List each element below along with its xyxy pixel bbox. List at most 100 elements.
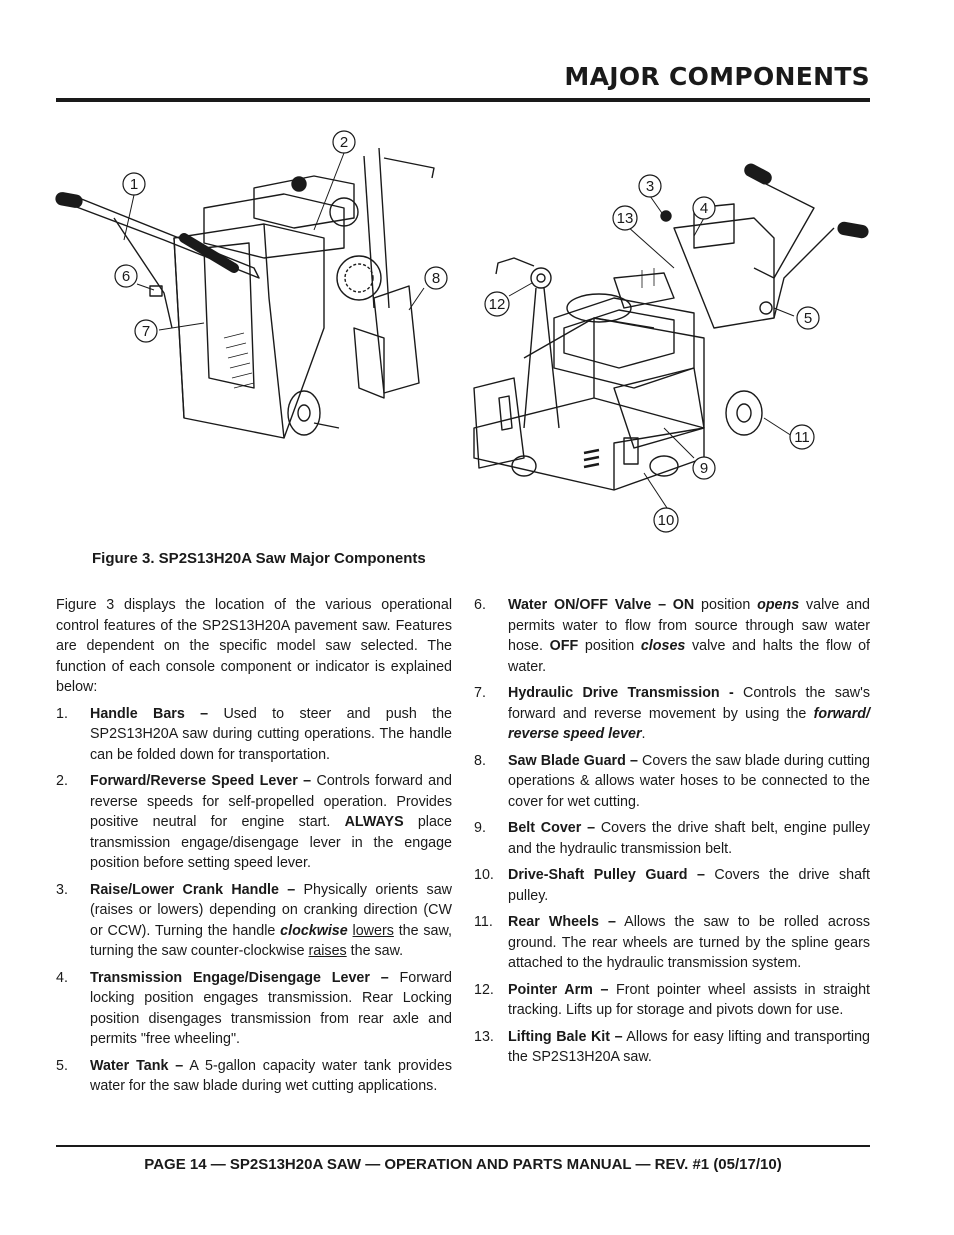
component-item-1: 1. Handle Bars – Used to steer and push t… bbox=[56, 704, 452, 766]
callout-11-label: 11 bbox=[794, 429, 810, 446]
callout-7-label: 7 bbox=[142, 323, 150, 340]
callout-8: 8 bbox=[424, 266, 448, 290]
item-label: Handle Bars – bbox=[90, 705, 209, 722]
item-text-emphasis: forward/ reverse speed lever bbox=[508, 705, 870, 743]
callout-2: 2 bbox=[332, 130, 356, 154]
component-item-7: 7. Hydraulic Drive Transmission - Control… bbox=[474, 683, 870, 745]
item-text: Covers the drive shaft belt, engine pull… bbox=[508, 820, 870, 857]
item-label: Forward/Reverse Speed Lever – bbox=[90, 773, 312, 789]
item-text: Covers the drive shaft pulley. bbox=[508, 867, 870, 904]
item-number: 13. bbox=[474, 1028, 494, 1045]
component-item-2: 2.Forward/Reverse Speed Lever – Controls… bbox=[56, 771, 452, 874]
item-text: position bbox=[694, 597, 758, 613]
item-text-underline: lowers bbox=[352, 922, 394, 939]
item-text: Forward locking position engages transmi… bbox=[90, 969, 452, 1048]
callout-9-label: 9 bbox=[700, 460, 708, 477]
saw-left-drawing bbox=[55, 147, 435, 439]
item-text: valve and permits water to flow from sou… bbox=[508, 597, 870, 654]
page-footer: PAGE 14 — SP2S13H20A SAW — OPERATION AND… bbox=[144, 1156, 782, 1173]
item-text: Covers the saw blade during cutting oper… bbox=[508, 752, 870, 810]
callout-10: 10 bbox=[653, 507, 679, 533]
item-number: 1. bbox=[56, 705, 68, 722]
item-label: Drive-Shaft Pulley Guard – bbox=[508, 867, 705, 883]
item-text: the saw. bbox=[346, 943, 404, 959]
callout-6: 6 bbox=[114, 264, 138, 288]
item-text: A 5-gallon capacity water tank provides … bbox=[90, 1057, 452, 1095]
item-text-emphasis: clockwise bbox=[280, 922, 348, 939]
component-item-13: 13. Lifting Bale Kit – Allows for easy li… bbox=[474, 1027, 870, 1068]
callout-4: 4 bbox=[692, 196, 716, 220]
component-item-9: 9. Belt Cover – Covers the drive shaft be… bbox=[474, 818, 870, 859]
item-number: 5. bbox=[56, 1057, 68, 1074]
component-item-3: 3. Raise/Lower Crank Handle – Physically … bbox=[56, 880, 452, 962]
component-item-12: 12. Pointer Arm – Front pointer wheel ass… bbox=[474, 980, 870, 1021]
item-text: place transmission engage/disengage leve… bbox=[90, 814, 452, 871]
callout-10-label: 10 bbox=[658, 512, 675, 529]
item-label: Belt Cover – bbox=[508, 820, 596, 836]
component-item-11: 11. Rear Wheels – Allows the saw to be ro… bbox=[474, 912, 870, 974]
item-label: Rear Wheels – bbox=[508, 914, 616, 930]
item-label: Raise/Lower Crank Handle – bbox=[90, 881, 296, 898]
item-text: Physically orients saw (raises or lowers… bbox=[90, 881, 452, 939]
item-number: 6. bbox=[474, 597, 486, 613]
item-text: valve and halts the flow of water. bbox=[508, 638, 870, 675]
item-label: Saw Blade Guard – bbox=[508, 752, 638, 769]
item-text-bold: OFF bbox=[549, 638, 579, 654]
intro-paragraph: Figure 3 displays the location of the va… bbox=[56, 597, 452, 695]
saw-illustration: 1 2 3 4 5 6 7 8 bbox=[55, 130, 869, 533]
item-label: Transmission Engage/Disengage Lever – bbox=[90, 969, 389, 986]
callout-4-label: 4 bbox=[700, 200, 708, 217]
item-text-emphasis: opens bbox=[757, 597, 800, 613]
item-label: Lifting Bale Kit – bbox=[508, 1028, 623, 1045]
callout-7: 7 bbox=[134, 319, 158, 343]
callout-3-label: 3 bbox=[646, 178, 654, 195]
callout-5-label: 5 bbox=[804, 310, 812, 327]
callout-11: 11 bbox=[789, 424, 815, 450]
item-number: 7. bbox=[474, 685, 486, 701]
item-number: 10. bbox=[474, 867, 494, 883]
callout-2-label: 2 bbox=[340, 134, 348, 151]
callout-6-label: 6 bbox=[122, 268, 130, 285]
saw-right-drawing bbox=[473, 163, 869, 491]
item-label: Water Tank – bbox=[90, 1057, 184, 1074]
item-text-bold: ALWAYS bbox=[344, 814, 404, 830]
callout-1: 1 bbox=[122, 172, 146, 196]
item-text: the saw, turning the saw counter-clockwi… bbox=[90, 922, 452, 960]
item-number: 4. bbox=[56, 969, 68, 986]
footer-rule bbox=[56, 1145, 870, 1147]
item-text: Used to steer and push the SP2S13H20A sa… bbox=[90, 705, 452, 763]
callout-12: 12 bbox=[484, 291, 510, 317]
component-item-4: 4.Transmission Engage/Disengage Lever – … bbox=[56, 968, 452, 1050]
item-text: Front pointer wheel assists in straight … bbox=[508, 981, 870, 1019]
item-number: 3. bbox=[56, 881, 68, 898]
item-text: Allows the saw to be rolled across groun… bbox=[508, 914, 870, 971]
item-text: Controls forward and reverse speeds for … bbox=[90, 773, 452, 830]
callout-8-label: 8 bbox=[432, 270, 440, 287]
header-rule bbox=[56, 98, 870, 102]
saw-figure: 1 2 3 4 5 6 7 8 bbox=[54, 128, 874, 540]
item-number: 11. bbox=[474, 914, 493, 930]
component-item-8: 8. Saw Blade Guard – Covers the saw blade… bbox=[474, 751, 870, 813]
item-text: position bbox=[578, 638, 641, 654]
callout-13-label: 13 bbox=[617, 210, 634, 227]
component-item-6: 6. Water ON/OFF Valve – ON position opens… bbox=[474, 595, 870, 677]
callout-12-label: 12 bbox=[489, 296, 506, 313]
item-text-underline: raises bbox=[308, 943, 347, 959]
figure-caption: Figure 3. SP2S13H20A Saw Major Component… bbox=[92, 550, 426, 567]
right-column: 6. Water ON/OFF Valve – ON position opens… bbox=[474, 595, 870, 1074]
callout-1-label: 1 bbox=[130, 176, 138, 193]
item-label: Hydraulic Drive Transmission - bbox=[508, 685, 734, 701]
item-number: 12. bbox=[474, 981, 494, 998]
item-text: Allows for easy lifting and transporting… bbox=[508, 1028, 871, 1066]
callout-13: 13 bbox=[612, 205, 638, 231]
item-number: 8. bbox=[474, 752, 486, 769]
page-title: MAJOR COMPONENTS bbox=[564, 62, 870, 91]
left-column: Figure 3 displays the location of the va… bbox=[56, 595, 452, 1103]
item-text: Controls the saw's forward and reverse m… bbox=[508, 685, 870, 722]
callout-9: 9 bbox=[692, 456, 716, 480]
component-item-10: 10. Drive-Shaft Pulley Guard – Covers the… bbox=[474, 865, 870, 906]
item-number: 9. bbox=[474, 820, 486, 836]
item-text-emphasis: closes bbox=[640, 638, 686, 654]
item-label: Water ON/OFF Valve – ON bbox=[508, 597, 695, 613]
item-label: Pointer Arm – bbox=[508, 981, 609, 998]
